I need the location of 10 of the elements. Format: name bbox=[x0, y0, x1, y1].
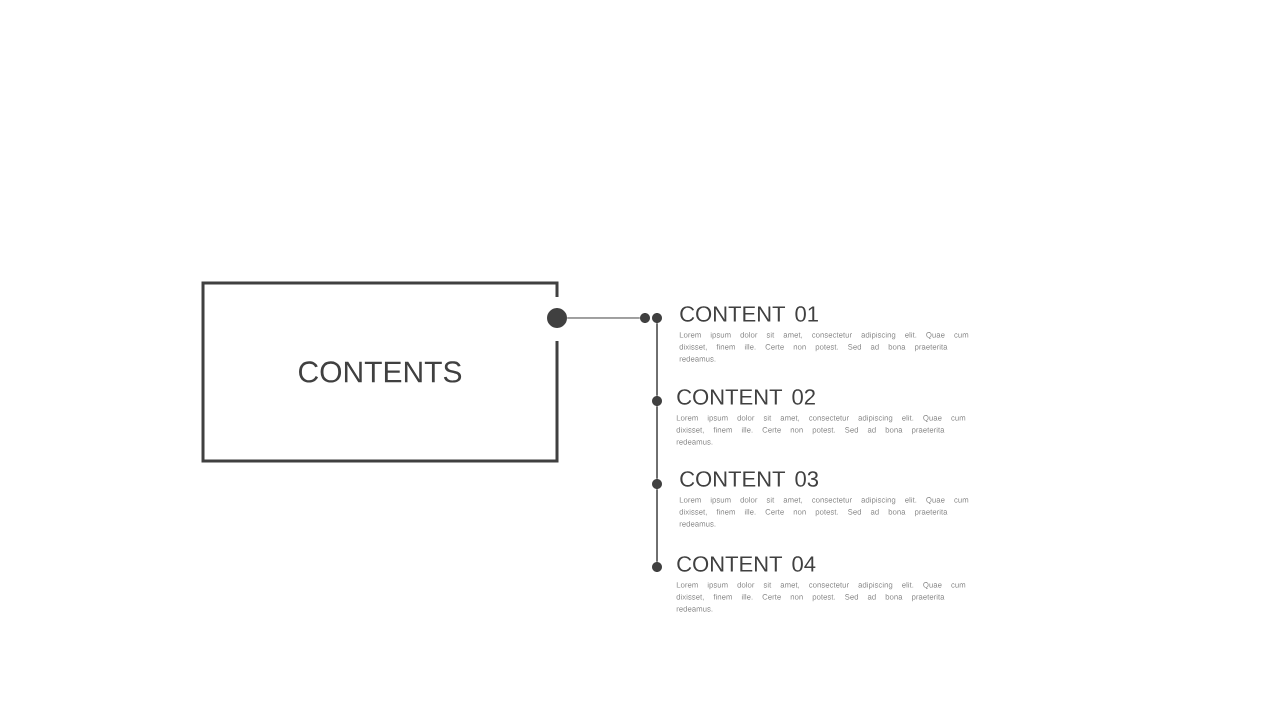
connector-line bbox=[656, 405, 658, 480]
item-heading: CONTENT 02 bbox=[677, 389, 815, 405]
item-heading: CONTENT 01 bbox=[680, 306, 818, 322]
title-box: CONTENTS bbox=[201, 281, 559, 463]
item-heading: CONTENT 03 bbox=[680, 471, 819, 487]
item-heading: CONTENT 04 bbox=[677, 556, 816, 572]
connector-line bbox=[566, 317, 641, 319]
connector-line bbox=[656, 488, 658, 563]
dot bbox=[547, 308, 567, 328]
connector-line bbox=[656, 322, 658, 397]
